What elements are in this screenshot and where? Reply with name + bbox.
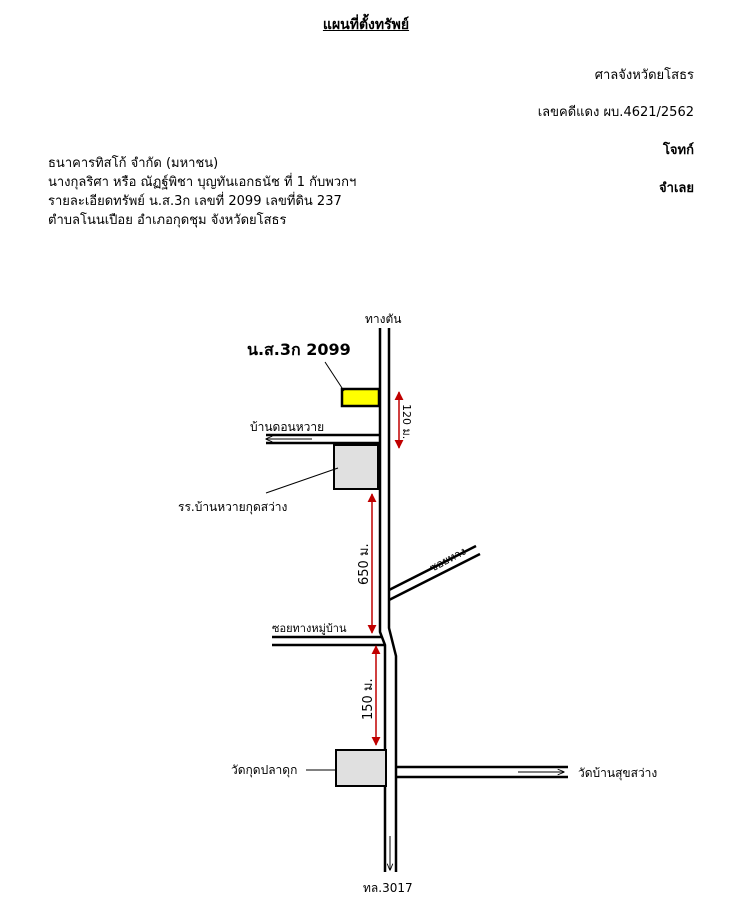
temple-suk-label: วัดบ้านสุขสว่าง bbox=[578, 766, 657, 781]
plot-leader bbox=[324, 361, 345, 392]
dead-end-label: ทางตัน bbox=[365, 312, 402, 326]
distance-650-label: 650 ม. bbox=[357, 543, 372, 585]
donhwai-label: บ้านดอนหวาย bbox=[250, 420, 324, 434]
temple-kud-label: วัดกุดปลาดุก bbox=[231, 763, 297, 778]
school-building bbox=[333, 444, 379, 490]
court-name: ศาลจังหวัดยโสธร bbox=[594, 68, 694, 83]
defendant-label: จำเลย bbox=[659, 181, 694, 196]
property-location: ตำบลโนนเปือย อำเภอกุดชุม จังหวัดยโสธร bbox=[48, 213, 287, 228]
distance-120-label: 120 ม. bbox=[400, 404, 413, 439]
case-number: เลขคดีแดง ผบ.4621/2562 bbox=[537, 105, 694, 120]
plaintiff-name: ธนาคารทิสโก้ จำกัด (มหาชน) bbox=[48, 156, 219, 171]
school-label: รร.บ้านหวายกุดสว่าง bbox=[178, 500, 287, 515]
plot-marker bbox=[340, 387, 381, 408]
plot-label: น.ส.3ก 2099 bbox=[247, 340, 351, 359]
road-east bbox=[396, 765, 568, 779]
plaintiff-label: โจทก์ bbox=[662, 143, 694, 158]
property-detail: รายละเอียดทรัพย์ น.ส.3ก เลขที่ 2099 เลขท… bbox=[48, 194, 342, 209]
road-alley-village bbox=[272, 635, 385, 647]
main-road bbox=[378, 328, 398, 872]
alley-village-label: ซอยทางหมู่บ้าน bbox=[272, 622, 347, 635]
road-number-label: ทล.3017 bbox=[363, 881, 413, 895]
road-donhwai bbox=[266, 433, 380, 445]
temple-building bbox=[335, 749, 387, 787]
road-alley-top bbox=[388, 544, 481, 602]
school-leader bbox=[265, 467, 339, 494]
page-title: แผนที่ตั้งทรัพย์ bbox=[322, 17, 410, 33]
defendant-name: นางกุลริศา หรือ ณัฏฐ์พิชา บุญทันเอกธนัช … bbox=[48, 175, 357, 190]
distance-150-label: 150 ม. bbox=[361, 678, 376, 720]
